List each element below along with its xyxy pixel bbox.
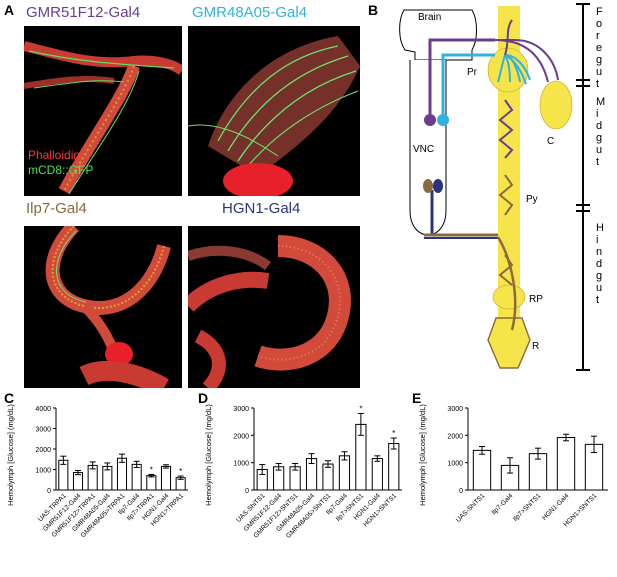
region-letter: u — [596, 144, 603, 156]
bar — [116, 457, 128, 491]
y-tick-label: 1000 — [233, 461, 249, 468]
crop — [539, 80, 573, 130]
y-axis-label: Hemolymph [Glucose] (mg/dL) — [418, 404, 427, 506]
chart-c: 0 1000 2000 3000 4000 Hemolymph [Glucose] (mg… — [6, 404, 188, 539]
x-tick-label: Ilp7-Gal4 — [491, 492, 515, 516]
x-tick-label: HGN1-Gal4 — [541, 492, 571, 522]
region-letter: g — [596, 270, 603, 282]
micrograph-gmr48a05 — [188, 26, 360, 196]
label-vnc: VNC — [413, 144, 435, 155]
region-letter: t — [596, 294, 600, 306]
panel-a-title-4: HGN1-Gal4 — [222, 200, 301, 217]
bar — [472, 449, 492, 491]
micrograph-hgn1 — [188, 226, 360, 388]
region-letter: i — [596, 108, 599, 120]
region-letter: o — [596, 18, 603, 30]
region-letter: M — [596, 96, 606, 108]
region-letter: t — [596, 156, 600, 168]
panel-b-letter: B — [368, 2, 379, 18]
significance-marker: * — [150, 465, 153, 474]
bar — [388, 443, 400, 491]
bar — [131, 463, 142, 491]
panel-e-letter: E — [412, 390, 422, 406]
stain-label-phalloidin: Phalloidin — [28, 148, 81, 162]
region-letter: u — [596, 282, 603, 294]
label-c: C — [547, 136, 555, 147]
region-letter: F — [596, 6, 603, 18]
bar — [146, 475, 157, 491]
region-letter: t — [596, 78, 600, 90]
y-tick-label: 2000 — [447, 433, 463, 440]
region-letter: g — [596, 132, 603, 144]
region-letter: d — [596, 258, 603, 270]
y-tick-label: 4000 — [35, 406, 51, 413]
panel-a-title-3: Ilp7-Gal4 — [26, 200, 87, 217]
bar — [371, 458, 383, 491]
bar — [72, 472, 84, 491]
y-tick-label: 3000 — [447, 406, 463, 413]
y-tick-label: 3000 — [35, 427, 51, 434]
y-tick-label: 2000 — [35, 447, 51, 454]
rectum — [487, 317, 531, 369]
panel-a-title-2: GMR48A05-Gal4 — [192, 4, 308, 21]
x-tick-label: UAS-ShiTS1 — [455, 492, 487, 524]
y-axis-label: Hemolymph [Glucose] (mg/dL) — [204, 404, 213, 506]
micrograph-ilp7 — [24, 226, 182, 388]
y-tick-label: 2000 — [233, 433, 249, 440]
bar — [160, 465, 172, 491]
bar — [338, 455, 351, 491]
region-letter: r — [596, 30, 600, 42]
label-py: Py — [526, 194, 538, 205]
region-letter: n — [596, 246, 603, 258]
bar — [556, 437, 576, 491]
panel-d-letter: D — [198, 390, 209, 406]
y-tick-label: 1000 — [35, 468, 51, 475]
panel-c-letter: C — [4, 390, 15, 406]
panel-a-title-1: GMR51F12-Gal4 — [26, 4, 141, 21]
chart-d: 0 1000 2000 3000 Hemolymph [Glucose] (mg/dL)… — [204, 404, 402, 540]
y-tick-label: 3000 — [233, 406, 249, 413]
y-tick-label: 0 — [245, 488, 249, 495]
region-letter: e — [596, 42, 603, 54]
chart-e: 0 1000 2000 3000 Hemolymph [Glucose] (mg/dL)… — [418, 404, 608, 528]
panel-a-letter: A — [4, 2, 15, 18]
y-tick-label: 0 — [459, 488, 463, 495]
micrograph-gmr51f12 — [24, 26, 182, 196]
region-letter: H — [596, 222, 604, 234]
significance-marker: * — [392, 429, 395, 438]
label-r: R — [532, 341, 540, 352]
label-pr: Pr — [467, 67, 477, 78]
region-letter: u — [596, 66, 603, 78]
region-letter: i — [596, 234, 599, 246]
label-brain: Brain — [418, 12, 442, 23]
significance-marker: * — [359, 404, 362, 413]
stain-label-gfp: mCD8::GFP — [28, 163, 94, 177]
rectal-papilla — [492, 284, 526, 310]
y-axis-label: Hemolymph [Glucose] (mg/dL) — [6, 404, 15, 506]
region-letter: d — [596, 120, 603, 132]
y-tick-label: 1000 — [447, 461, 463, 468]
bar — [322, 463, 334, 491]
x-tick-label: Ilp7>ShiTS1 — [512, 492, 543, 523]
gut-innervation-diagram — [399, 3, 590, 371]
region-letter: g — [596, 54, 603, 66]
label-rp: RP — [529, 294, 543, 305]
y-tick-label: 0 — [47, 488, 51, 495]
significance-marker: * — [179, 467, 182, 476]
